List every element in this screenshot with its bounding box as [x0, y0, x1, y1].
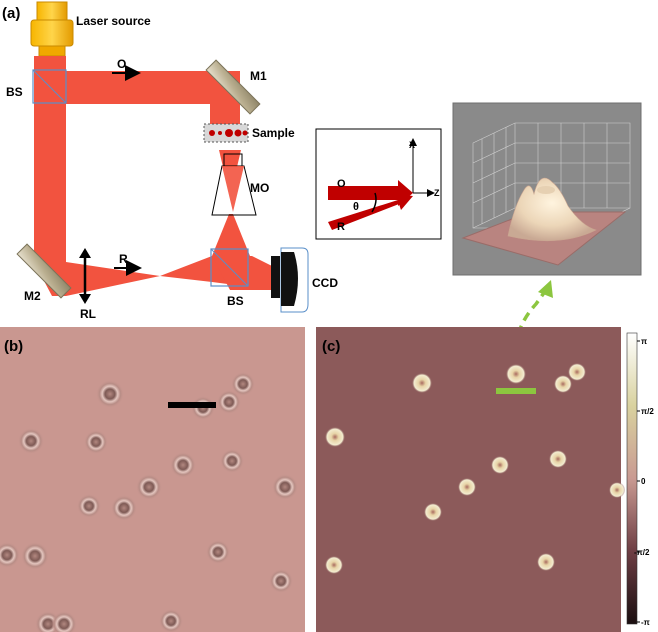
reference-wave-arrow	[328, 194, 413, 230]
selected-cell-marker	[496, 388, 536, 394]
phase-3d-surface	[507, 177, 597, 242]
bs-top-label: BS	[6, 85, 23, 99]
beam-splitter-bottom	[210, 248, 249, 287]
panel-a: (a) Laser source BS BS	[2, 1, 338, 321]
panel-c-label: (c)	[322, 338, 340, 355]
colorbar-tick-pi: π	[641, 337, 647, 346]
phase-cells	[325, 363, 625, 574]
bs-bottom-label: BS	[227, 294, 244, 308]
theta-arc	[371, 192, 377, 213]
mirror-m2-icon	[16, 243, 72, 299]
sample-label: Sample	[252, 126, 295, 140]
angle-inset: X Z O θ R	[315, 128, 442, 240]
panel-b-label: (b)	[4, 338, 23, 355]
inset-reference-label: R	[337, 221, 345, 233]
panel-a-label: (a)	[2, 5, 20, 22]
relay-lens-label: RL	[80, 307, 96, 321]
panel-b: (b)	[0, 327, 305, 632]
laser-source-label: Laser source	[76, 14, 151, 28]
microscope-objective-icon	[211, 153, 257, 216]
object-wave-arrow	[328, 180, 413, 206]
mirror-m1-icon	[205, 59, 261, 115]
theta-label: θ	[353, 201, 359, 213]
phase-colorbar: π π/2 0 -π/2 -π	[626, 332, 654, 627]
phase-3d-plot	[452, 102, 642, 276]
colorbar-tick-zero: 0	[641, 477, 646, 486]
zoom-connector-arrowhead	[538, 280, 553, 298]
beam-splitter-top	[32, 69, 67, 104]
object-beam-label: O	[117, 57, 126, 71]
hologram-cells	[0, 372, 298, 632]
x-axis-label: X	[409, 140, 415, 150]
ccd-label: CCD	[312, 276, 338, 290]
inset-object-label: O	[337, 178, 346, 190]
colorbar-tick-neg-pi: -π	[641, 618, 650, 627]
colorbar-tick-pi-half: π/2	[641, 407, 654, 416]
panel-c: (c)	[316, 327, 625, 632]
colorbar-tick-neg-pi-half: -π/2	[634, 548, 650, 557]
mo-label: MO	[250, 181, 269, 195]
ccd-camera-icon	[271, 247, 309, 313]
mirror-m1-label: M1	[250, 69, 267, 83]
reference-beam-label: R	[119, 252, 128, 266]
sample-icon	[203, 123, 249, 143]
z-axis-label: Z	[434, 188, 440, 198]
laser-source-icon	[30, 1, 74, 57]
mirror-m2-label: M2	[24, 289, 41, 303]
scale-bar	[168, 402, 216, 408]
